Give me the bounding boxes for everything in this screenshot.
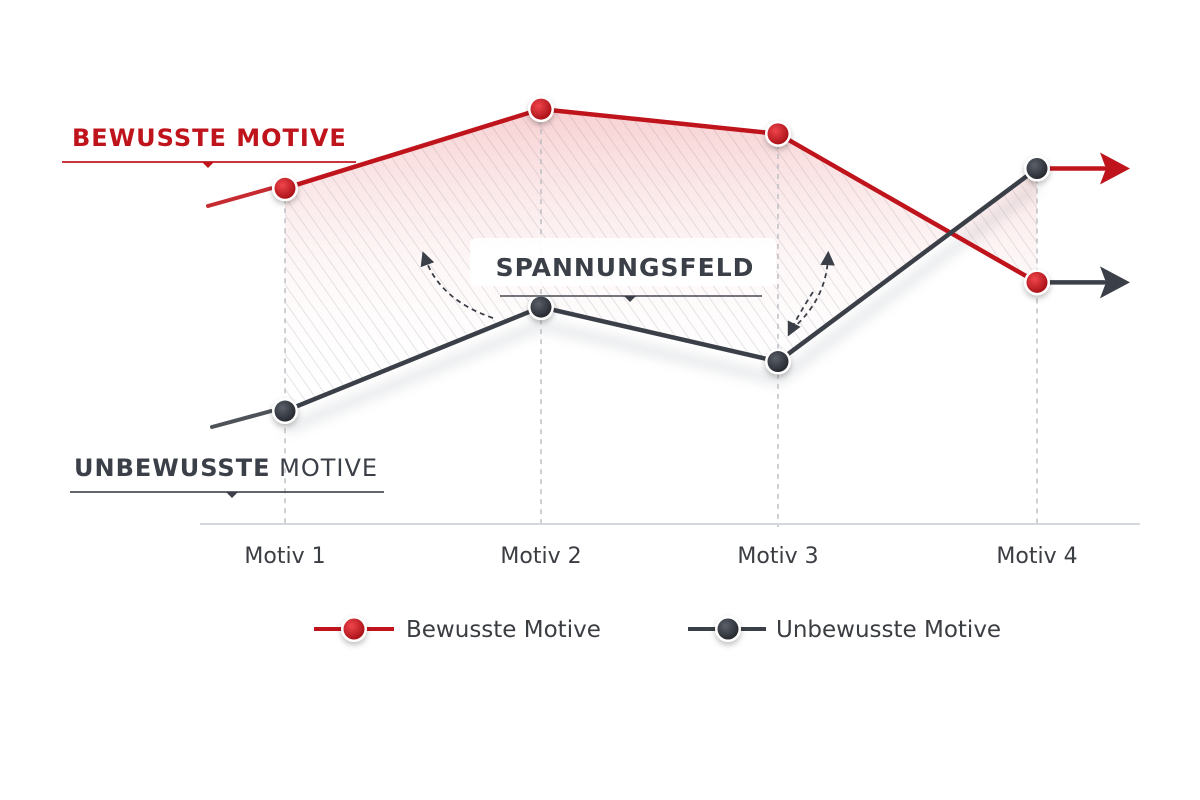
unbewusste-line	[282, 166, 1040, 414]
lower-label-notch	[226, 492, 238, 498]
upper-label-notch	[202, 162, 214, 168]
bewusste-arrow-head	[1100, 266, 1130, 299]
legend-marker-bewusste	[343, 618, 365, 640]
bewusste-line	[282, 106, 1040, 285]
unbewusste-arrow-head	[1100, 152, 1130, 185]
legend-label-bewusste: Bewusste Motive	[406, 617, 601, 643]
tension-label-notch	[624, 296, 636, 302]
x-tick-label: Motiv 3	[737, 544, 818, 569]
bewusste-point	[1026, 271, 1048, 293]
unbewusste-point	[767, 351, 789, 373]
legend-label-unbewusste: Unbewusste Motive	[776, 617, 1001, 643]
upper-series-label: BEWUSSTE MOTIVE	[72, 124, 347, 152]
x-tick-label: Motiv 2	[500, 544, 581, 569]
lower-line-shadow	[283, 182, 1040, 434]
legend-marker-unbewusste	[717, 618, 739, 640]
lower-series-label: UNBEWUSSTE MOTIVE	[74, 454, 378, 482]
x-tick-label: Motiv 4	[996, 544, 1077, 569]
x-tick-label: Motiv 1	[244, 544, 325, 569]
bewusste-point	[274, 177, 296, 199]
unbewusste-point	[1026, 158, 1048, 179]
bewusste-point	[767, 123, 789, 145]
tension-label-backing	[470, 238, 776, 286]
unbewusste-point	[274, 400, 296, 422]
upper-lead-line	[206, 186, 273, 208]
tension-arrow-right-back	[787, 291, 814, 337]
unbewusste-point	[530, 296, 552, 318]
lower-lead-line	[210, 409, 273, 429]
tension-label: SPANNUNGSFELD	[496, 253, 755, 282]
lower-label-bold: UNBEWUSSTE	[74, 454, 270, 482]
tension-arrow-left	[420, 251, 494, 319]
bewusste-point	[530, 98, 552, 120]
lower-label-rest: MOTIVE	[270, 454, 378, 482]
